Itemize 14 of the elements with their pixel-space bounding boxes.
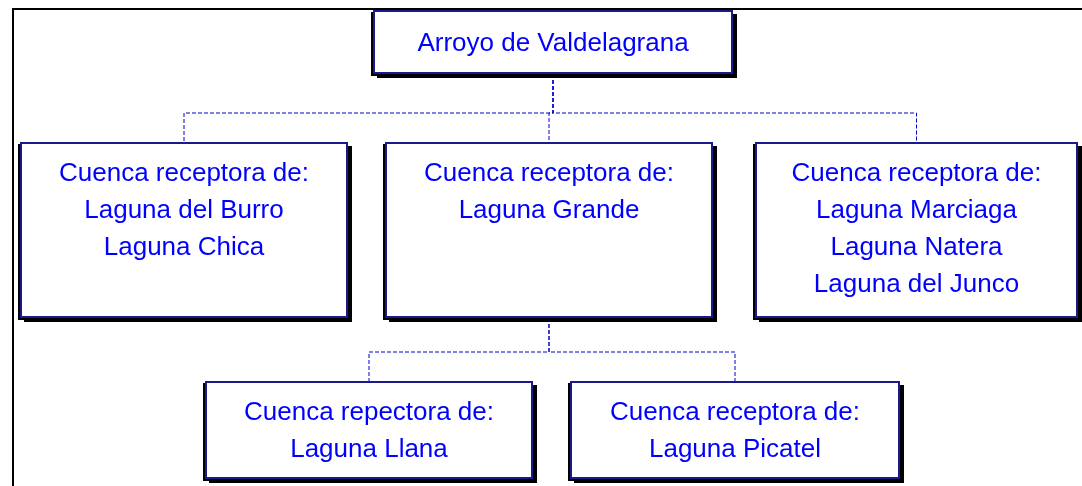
box-text: Laguna del Junco	[813, 267, 1020, 300]
box-text: Laguna Grande	[458, 193, 640, 226]
box-text: Laguna Marciaga	[816, 193, 1017, 226]
box-text: Cuenca receptora de:	[423, 156, 674, 189]
box-text: Arroyo de Valdelagrana	[417, 26, 689, 59]
box-text: Laguna Natera	[830, 230, 1003, 263]
box-text: Cuenca receptora de:	[791, 156, 1042, 189]
box-text: Laguna Llana	[290, 432, 448, 465]
box-text: Cuenca repectora de:	[243, 395, 494, 428]
box-text: Cuenca receptora de:	[58, 156, 309, 189]
box-text: Cuenca receptora de:	[609, 395, 860, 428]
box-text: Laguna Picatel	[649, 432, 821, 465]
box-text: Laguna Chica	[103, 230, 265, 263]
box-text: Laguna del Burro	[84, 193, 284, 226]
